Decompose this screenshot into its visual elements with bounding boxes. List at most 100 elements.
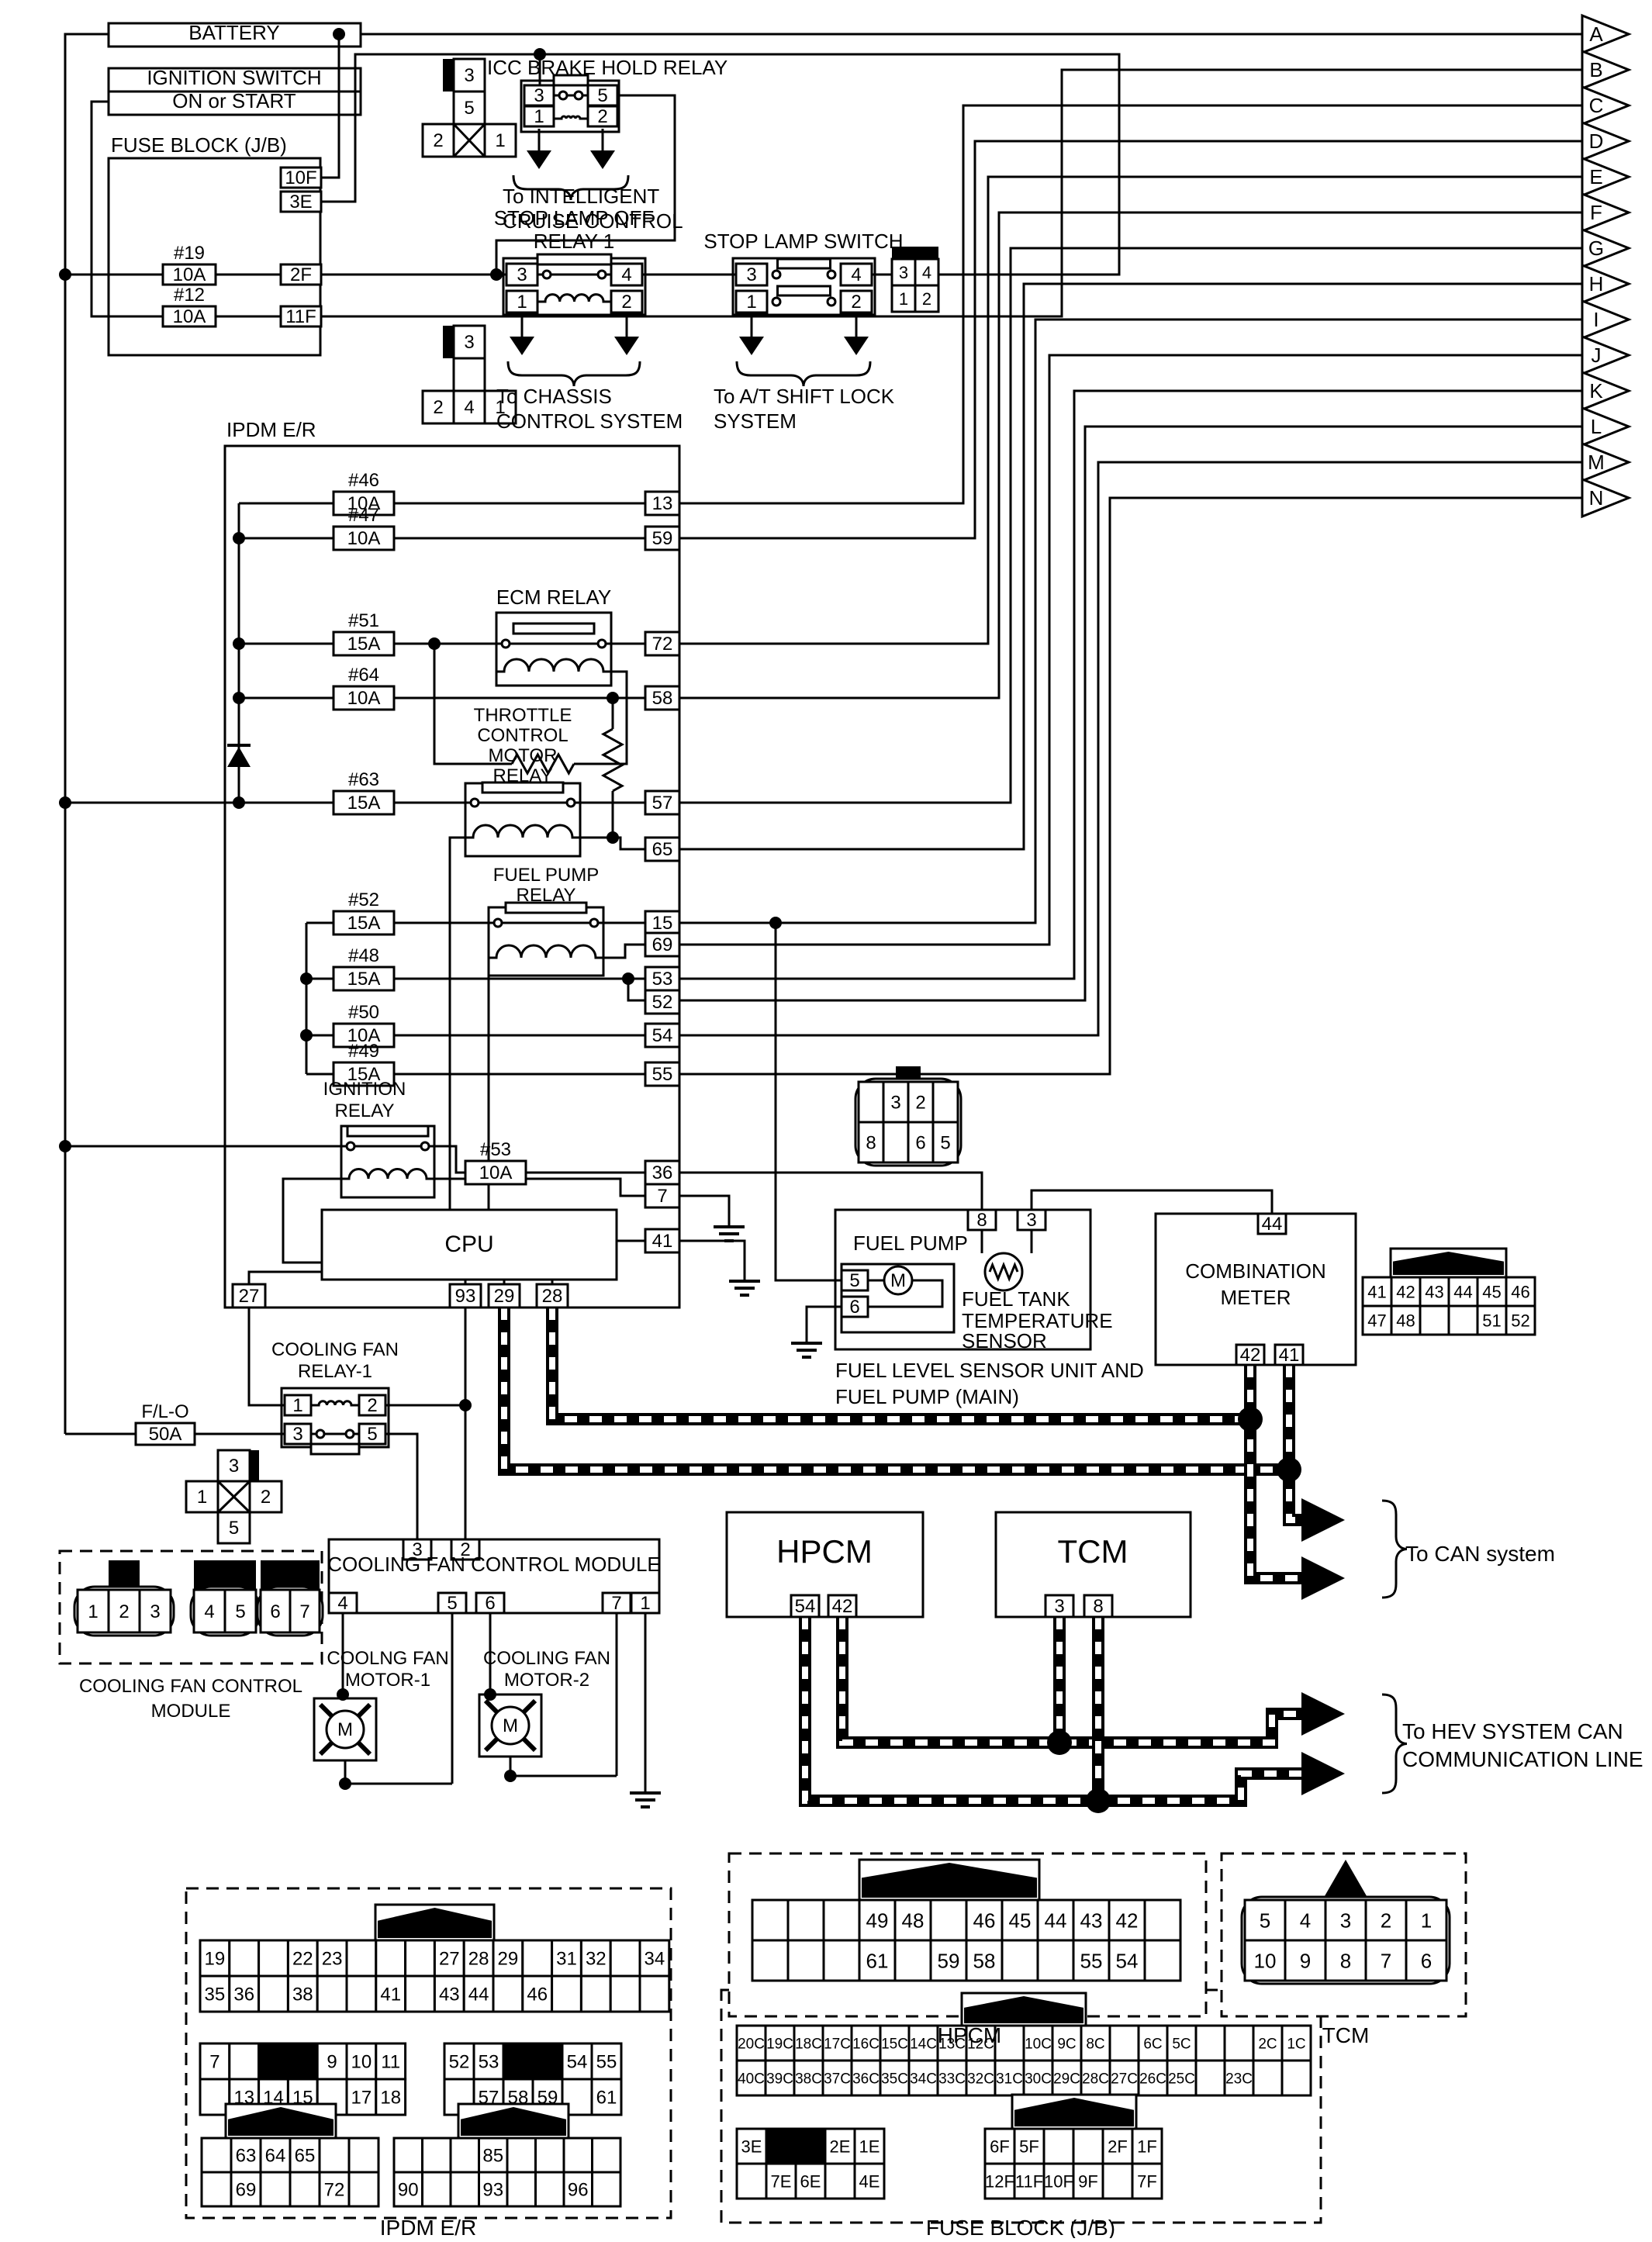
connector-cell-label: 7	[299, 1601, 309, 1622]
connector-cell-label: 30C	[1025, 2071, 1052, 2087]
label: TEMPERATURE	[962, 1309, 1113, 1332]
pin-box-3	[283, 1422, 313, 1446]
pin-box-1	[523, 105, 555, 128]
junction-dot	[300, 1029, 313, 1042]
pin-number: 3	[1026, 1210, 1036, 1231]
label: ICC BRAKE HOLD RELAY	[487, 56, 728, 79]
pin-box-13	[644, 490, 681, 516]
connector-cell-label: 5	[235, 1601, 245, 1622]
wire	[90, 100, 163, 318]
label: To CHASSIS	[496, 385, 612, 408]
connector-cell	[1447, 1304, 1479, 1336]
pin-box-2	[839, 289, 873, 314]
pin-number: 57	[652, 793, 673, 814]
connector-cell-label: 4	[1300, 1909, 1311, 1932]
connector-cell-label: 47	[1367, 1311, 1386, 1330]
label: To INTELLIGENT	[503, 185, 659, 208]
connector-cell	[562, 2171, 593, 2208]
down-arrow-icon	[510, 337, 534, 355]
connector-arrow-N	[1581, 477, 1633, 519]
connector-cell	[199, 1974, 231, 2013]
down-arrow-icon	[527, 150, 551, 169]
switch-point-icon	[771, 296, 782, 307]
connector-cell	[929, 1939, 968, 1982]
wire	[321, 68, 1582, 318]
pin-box-3	[402, 1538, 433, 1561]
connector-cell-label: 41	[380, 1985, 401, 2005]
connector-cell	[259, 1588, 292, 1634]
connector-cell	[822, 1939, 861, 1982]
switch-bar-icon	[776, 257, 831, 270]
connector-cell	[824, 2127, 856, 2165]
wire	[679, 175, 1582, 645]
label: RELAY-1	[298, 1361, 372, 1382]
label: TCM	[1058, 1533, 1128, 1570]
wire	[679, 211, 1582, 700]
wire	[434, 1177, 645, 1197]
can-junction-dot	[1047, 1730, 1072, 1755]
connector-cell	[421, 2171, 452, 2208]
pin-number: 3	[746, 264, 756, 285]
connector-cell	[248, 1480, 283, 1514]
motor-icon	[325, 1709, 365, 1750]
connector-cell	[1361, 1304, 1393, 1336]
connector-cell	[1505, 1304, 1536, 1336]
label: COOLING FAN CONTROL MODULE	[327, 1553, 661, 1576]
switch-point-icon	[826, 269, 837, 280]
label: FUEL PUMP	[493, 865, 599, 886]
wire	[679, 461, 1582, 1037]
connector-cell	[506, 2171, 537, 2208]
connector-cell-label: 10F	[1044, 2171, 1073, 2191]
connector-cell-label: 27C	[1111, 2071, 1138, 2087]
pin-number: 41	[1279, 1345, 1300, 1366]
connector-cell	[1013, 2162, 1045, 2200]
junction-dot	[490, 268, 503, 281]
label: MOTOR-2	[504, 1670, 589, 1691]
connector-cell	[638, 1939, 671, 1978]
connector-cell-label: 34C	[910, 2071, 937, 2087]
pin-number: 44	[1262, 1214, 1283, 1235]
pin-number: 15	[652, 913, 673, 934]
pin-box-42	[827, 1594, 858, 1618]
fuse-#51	[332, 630, 396, 657]
pin-number: 72	[652, 634, 673, 655]
pin-number: 5	[597, 85, 607, 106]
pin-box-59	[644, 525, 681, 551]
connector-cell-label: 9	[1300, 1949, 1311, 1972]
connector-key-fill	[378, 1908, 492, 1938]
connector-arrow-F	[1581, 192, 1633, 233]
wire	[679, 425, 1582, 1002]
connector-cell-label: 19	[205, 1949, 226, 1970]
connector-cell-label: 15C	[881, 2036, 908, 2052]
wire	[679, 140, 1582, 540]
connector-cell	[228, 2042, 261, 2081]
connector-cell	[318, 2137, 351, 2174]
connector-cell-label: 6	[915, 1133, 925, 1154]
connector-cell	[1419, 1304, 1450, 1336]
connector-cell-label: 4	[922, 263, 931, 282]
label: FUSE BLOCK (J/B)	[111, 133, 287, 157]
pin-number: 2F	[290, 264, 312, 285]
connector-cell	[793, 2059, 824, 2097]
wire	[679, 389, 1582, 980]
connector-arrow-letter: L	[1591, 415, 1602, 438]
connector-cell-label: 26C	[1139, 2071, 1166, 2087]
connector-cell	[1013, 2127, 1045, 2165]
connector-cell-label: 3	[150, 1601, 160, 1622]
label: BATTERY	[188, 21, 280, 44]
connector-cell	[821, 2059, 853, 2097]
pin-box-6	[840, 1295, 869, 1318]
pin-box-2	[586, 105, 619, 128]
brace-icon	[735, 361, 872, 387]
pin-number: 5	[849, 1270, 859, 1291]
junction-dot	[233, 637, 245, 650]
connector-cell	[1143, 1898, 1182, 1942]
brace-icon	[1381, 1693, 1408, 1795]
label: COOLNG FAN	[327, 1648, 448, 1669]
connector-cell-label: 42	[1396, 1282, 1415, 1301]
pin-box-3	[734, 262, 769, 287]
fuse-#63	[332, 789, 396, 816]
connector-cell-label: 46	[973, 1909, 996, 1932]
junction-dot	[333, 28, 345, 40]
